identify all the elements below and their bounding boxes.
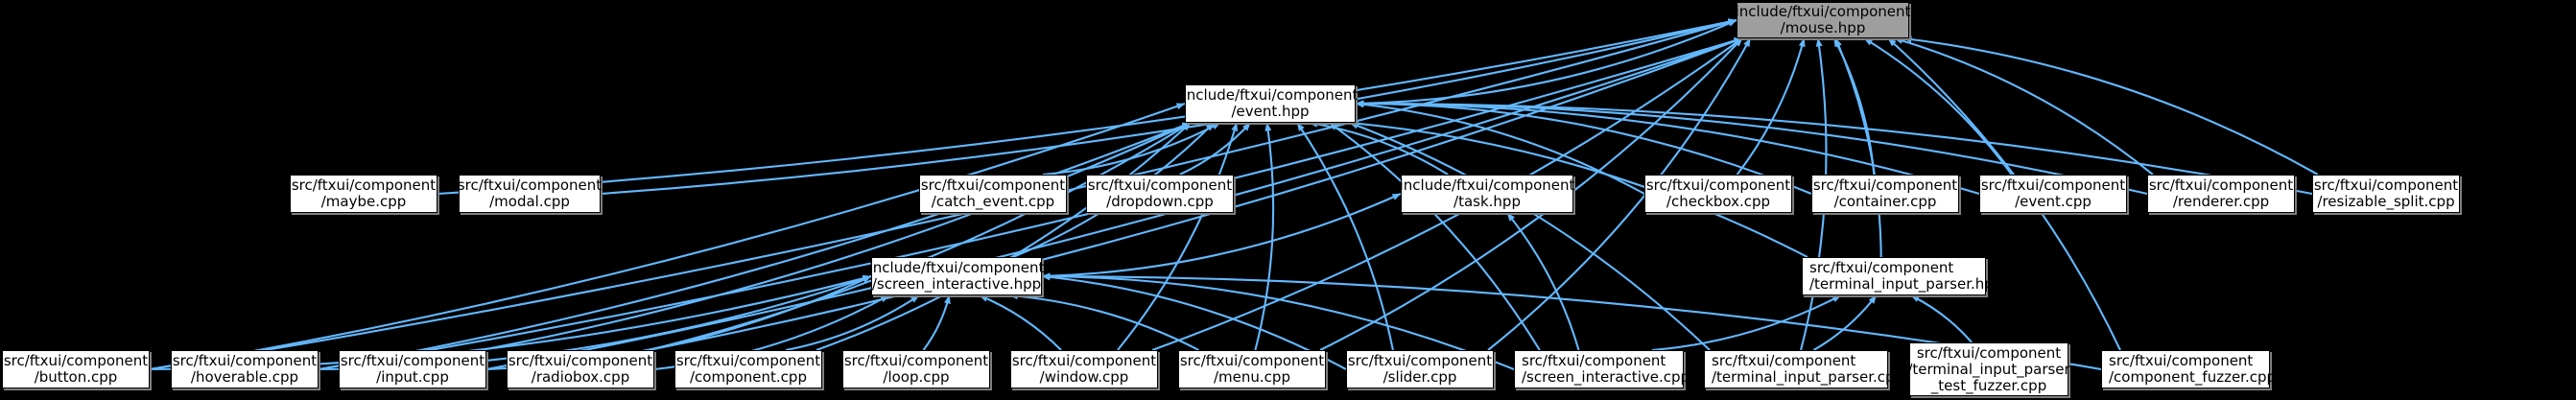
edge-terminal_input_parser_test_fuzzer_cpp-to-terminal_input_parser_hpp xyxy=(1910,294,1973,343)
edge-resizable_split_cpp-to-mouse_hpp xyxy=(1902,35,2319,176)
edge-button_cpp-to-mouse_hpp xyxy=(149,18,1737,371)
edge-catch_event_cpp-to-event_hpp xyxy=(1042,122,1221,176)
graph-node-resizable_split_cpp[interactable]: src/ftxui/component /resizable_split.cpp xyxy=(2312,175,2460,213)
edge-renderer_cpp-to-mouse_hpp xyxy=(1894,36,2154,176)
graph-node-modal_cpp[interactable]: src/ftxui/component /modal.cpp xyxy=(458,175,602,213)
graph-node-dropdown_cpp[interactable]: src/ftxui/component /dropdown.cpp xyxy=(1086,175,1234,213)
edge-radiobox_cpp-to-event_hpp xyxy=(648,122,1192,352)
edge-dropdown_cpp-to-event_hpp xyxy=(1179,122,1252,176)
edge-resizable_split_cpp-to-event_hpp xyxy=(1355,100,2313,196)
edge-menu_cpp-to-event_hpp xyxy=(1254,122,1275,351)
graph-node-maybe_cpp[interactable]: src/ftxui/component /maybe.cpp xyxy=(290,175,437,213)
edge-component_cpp-to-screen_interactive_hpp xyxy=(785,294,920,352)
graph-node-slider_cpp[interactable]: src/ftxui/component /slider.cpp xyxy=(1346,350,1494,388)
graph-node-task_hpp[interactable]: include/ftxui/component /task.hpp xyxy=(1400,175,1574,213)
graph-node-catch_event_cpp[interactable]: src/ftxui/component /catch_event.cpp xyxy=(919,175,1067,213)
edge-event_cpp-to-mouse_hpp xyxy=(1863,37,2013,176)
edge-button_cpp-to-event_hpp xyxy=(149,103,1186,371)
graph-node-window_cpp[interactable]: src/ftxui/component /window.cpp xyxy=(1010,350,1158,388)
edge-task_hpp-to-event_hpp xyxy=(1309,120,1449,176)
edge-terminal_input_parser_cpp-to-event_hpp xyxy=(1349,122,1711,351)
edge-screen_interactive_cpp-to-screen_interactive_hpp xyxy=(1041,272,1515,370)
edge-container_cpp-to-mouse_hpp xyxy=(1832,37,1876,176)
graph-node-renderer_cpp[interactable]: src/ftxui/component /renderer.cpp xyxy=(2147,175,2295,213)
graph-node-screen_interactive_hpp[interactable]: include/ftxui/component /screen_interact… xyxy=(869,257,1044,295)
graph-node-menu_cpp[interactable]: src/ftxui/component /menu.cpp xyxy=(1178,350,1326,388)
edge-event_hpp-to-mouse_hpp xyxy=(1355,19,1737,106)
graph-node-radiobox_cpp[interactable]: src/ftxui/component /radiobox.cpp xyxy=(507,350,654,388)
graph-node-checkbox_cpp[interactable]: src/ftxui/component /checkbox.cpp xyxy=(1644,175,1792,213)
edge-loop_cpp-to-screen_interactive_hpp xyxy=(922,294,951,351)
edge-input_cpp-to-mouse_hpp xyxy=(485,37,1743,371)
edge-screen_interactive_cpp-to-task_hpp xyxy=(1506,212,1580,351)
graph-node-event_hpp[interactable]: include/ftxui/component /event.hpp xyxy=(1183,84,1358,123)
graph-node-terminal_input_parser_test_fuzzer_cpp[interactable]: src/ftxui/component /terminal_input_pars… xyxy=(1907,342,2070,396)
graph-node-mouse_hpp[interactable]: include/ftxui/component /mouse.hpp xyxy=(1735,2,1911,38)
graph-node-event_cpp[interactable]: src/ftxui/component /event.cpp xyxy=(1979,175,2127,213)
graph-node-screen_interactive_cpp[interactable]: src/ftxui/component /screen_interactive.… xyxy=(1514,350,1690,388)
graph-node-terminal_input_parser_cpp[interactable]: src/ftxui/component /terminal_input_pars… xyxy=(1704,350,1903,388)
edge-component_cpp-to-event_hpp xyxy=(815,122,1192,351)
edge-hoverable_cpp-to-event_hpp xyxy=(318,122,1192,371)
graph-node-button_cpp[interactable]: src/ftxui/component /button.cpp xyxy=(2,350,150,388)
edge-screen_interactive_cpp-to-terminal_input_parser_hpp xyxy=(1651,294,1842,352)
edge-window_cpp-to-screen_interactive_hpp xyxy=(979,294,1062,351)
graph-node-hoverable_cpp[interactable]: src/ftxui/component /hoverable.cpp xyxy=(171,350,319,388)
graph-node-terminal_input_parser_hpp[interactable]: src/ftxui/component /terminal_input_pars… xyxy=(1802,257,2002,295)
graph-node-input_cpp[interactable]: src/ftxui/component /input.cpp xyxy=(339,350,486,388)
graph-node-component_fuzzer_cpp[interactable]: src/ftxui/component /component_fuzzer.cp… xyxy=(2101,350,2276,388)
graph-node-container_cpp[interactable]: src/ftxui/component /container.cpp xyxy=(1811,175,1959,213)
edge-menu_cpp-to-screen_interactive_hpp xyxy=(1008,293,1200,351)
graph-node-loop_cpp[interactable]: src/ftxui/component /loop.cpp xyxy=(842,350,990,388)
edge-window_cpp-to-mouse_hpp xyxy=(1151,37,1743,351)
edge-screen_interactive_hpp-to-task_hpp xyxy=(1041,193,1402,278)
graph-node-component_cpp[interactable]: src/ftxui/component /component.cpp xyxy=(674,350,822,388)
edge-hoverable_cpp-to-mouse_hpp xyxy=(318,36,1743,371)
edge-slider_cpp-to-event_hpp xyxy=(1296,122,1394,351)
edge-checkbox_cpp-to-mouse_hpp xyxy=(1736,37,1806,176)
edge-terminal_input_parser_hpp-to-mouse_hpp xyxy=(1834,37,1882,258)
edge-maybe_cpp-to-mouse_hpp xyxy=(437,18,1737,196)
edge-terminal_input_parser_cpp-to-terminal_input_parser_hpp xyxy=(1812,294,1878,351)
edge-input_cpp-to-event_hpp xyxy=(480,122,1192,352)
edge-slider_cpp-to-mouse_hpp xyxy=(1487,37,1752,351)
edge-screen_interactive_cpp-to-event_hpp xyxy=(1329,122,1541,351)
